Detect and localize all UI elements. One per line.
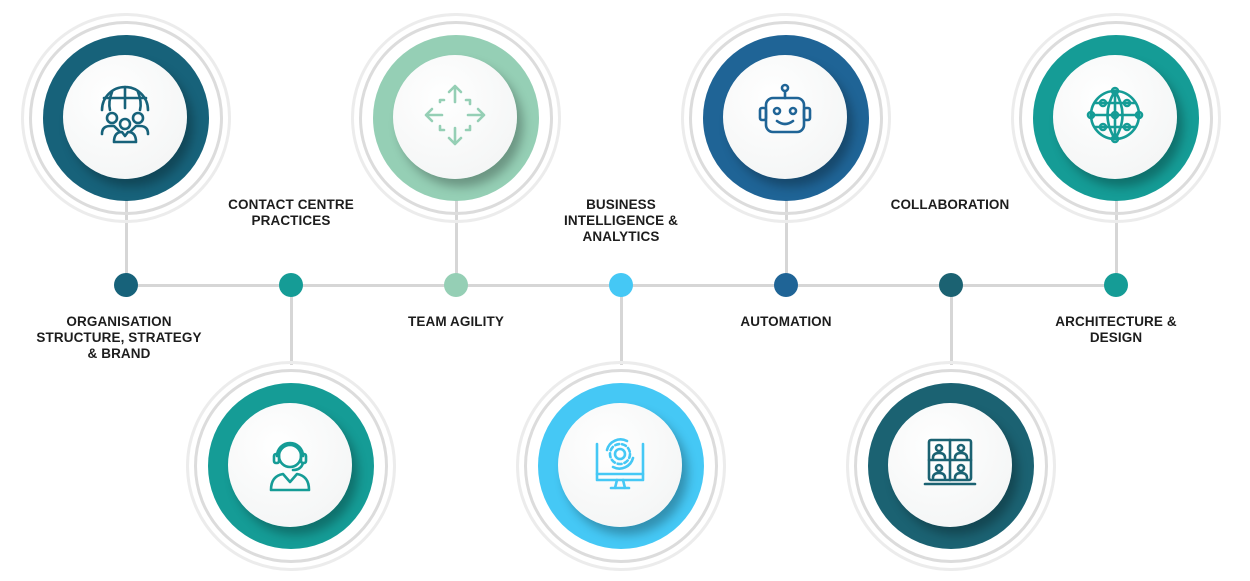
stem-1 <box>125 200 128 285</box>
step-label-team-agility: TEAM AGILITY <box>408 314 504 329</box>
stem-5 <box>785 200 788 285</box>
timeline-dot <box>279 273 303 297</box>
step-label-contact-centre: CONTACT CENTRE PRACTICES <box>228 197 354 228</box>
stem-4 <box>620 285 623 365</box>
step-label-automation: AUTOMATION <box>740 314 832 329</box>
timeline-dot <box>774 273 798 297</box>
step-label-architecture: ARCHITECTURE & DESIGN <box>1055 314 1177 345</box>
step-node-contact-centre <box>186 361 396 571</box>
headset-agent-icon <box>255 428 325 503</box>
timeline-dot <box>114 273 138 297</box>
stem-7 <box>1115 200 1118 285</box>
video-conference-icon <box>915 428 985 503</box>
stem-2 <box>290 285 293 365</box>
step-node-automation <box>681 13 891 223</box>
step-label-business-intelligence: BUSINESS INTELLIGENCE & ANALYTICS <box>564 197 678 244</box>
step-label-organisation: ORGANISATION STRUCTURE, STRATEGY & BRAND <box>36 314 202 361</box>
step-node-collaboration <box>846 361 1056 571</box>
timeline-dot <box>1104 273 1128 297</box>
move-arrows-icon <box>420 80 490 155</box>
step-label-collaboration: COLLABORATION <box>890 197 1010 212</box>
step-node-architecture <box>1011 13 1221 223</box>
timeline-dot <box>444 273 468 297</box>
robot-icon <box>750 80 820 155</box>
globe-people-icon <box>90 80 160 155</box>
stem-3 <box>455 200 458 285</box>
step-node-team-agility <box>351 13 561 223</box>
timeline-dot <box>939 273 963 297</box>
stem-6 <box>950 285 953 365</box>
timeline-dot <box>609 273 633 297</box>
monitor-gear-icon <box>585 428 655 503</box>
step-node-organisation <box>21 13 231 223</box>
step-node-business-intelligence <box>516 361 726 571</box>
network-globe-icon <box>1080 80 1150 155</box>
